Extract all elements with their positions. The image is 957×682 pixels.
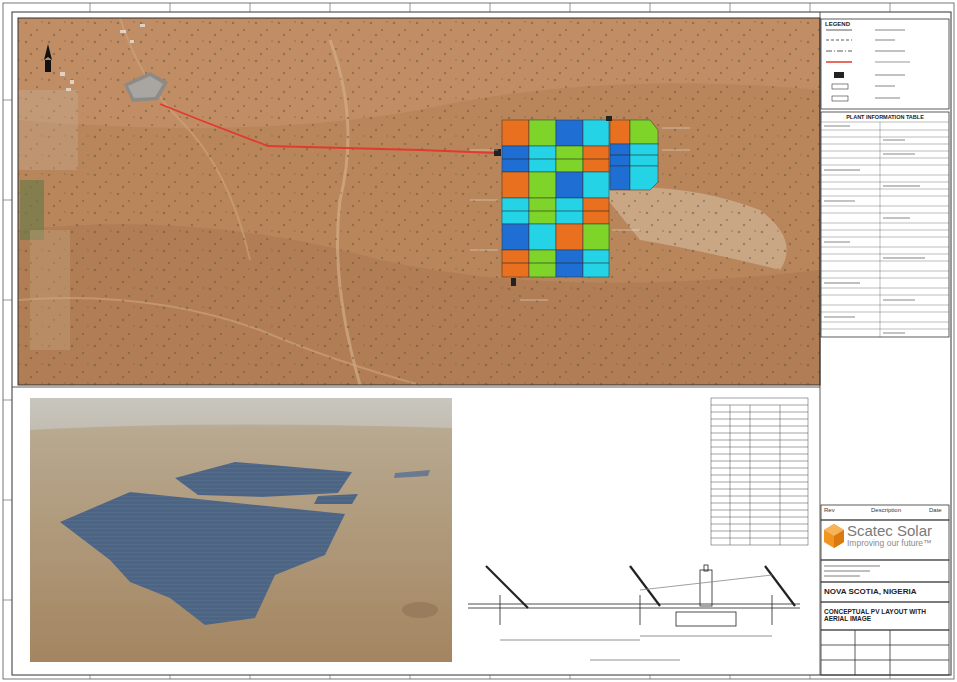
- revision-header: Description: [870, 507, 902, 513]
- project-name: NOVA SCOTIA, NIGERIA: [824, 587, 946, 596]
- drawing-title: CONCEPTUAL PV LAYOUT WITH AERIAL IMAGE: [824, 608, 946, 623]
- aerial-photo: [30, 398, 452, 662]
- plant-info-rows: [821, 122, 949, 337]
- company-name: Scatec Solar: [847, 523, 948, 539]
- title-block-cell: CONCEPTUAL PV LAYOUT WITH AERIAL IMAGE: [821, 606, 949, 628]
- title-block-cell: NOVA SCOTIA, NIGERIA: [821, 583, 949, 601]
- title-block-cell: PLANT INFORMATION TABLE: [823, 113, 947, 122]
- title-block-cell: Scatec SolarImproving our future™: [846, 521, 949, 559]
- revision-header: Rev: [823, 507, 836, 513]
- pv-blocks: [502, 120, 658, 277]
- revision-header: Date: [928, 507, 943, 513]
- north-arrow: [44, 44, 52, 72]
- title-block-cell: LEGEND: [823, 20, 947, 30]
- legend-symbols: [826, 30, 910, 101]
- coordinate-table: [711, 398, 808, 545]
- logo-mark: [824, 524, 844, 548]
- tracker-section: [468, 565, 800, 660]
- company-tagline: Improving our future™: [847, 539, 948, 548]
- legend-heading: LEGEND: [825, 21, 945, 27]
- table-heading: PLANT INFORMATION TABLE: [825, 114, 945, 120]
- satellite-map: [18, 18, 820, 385]
